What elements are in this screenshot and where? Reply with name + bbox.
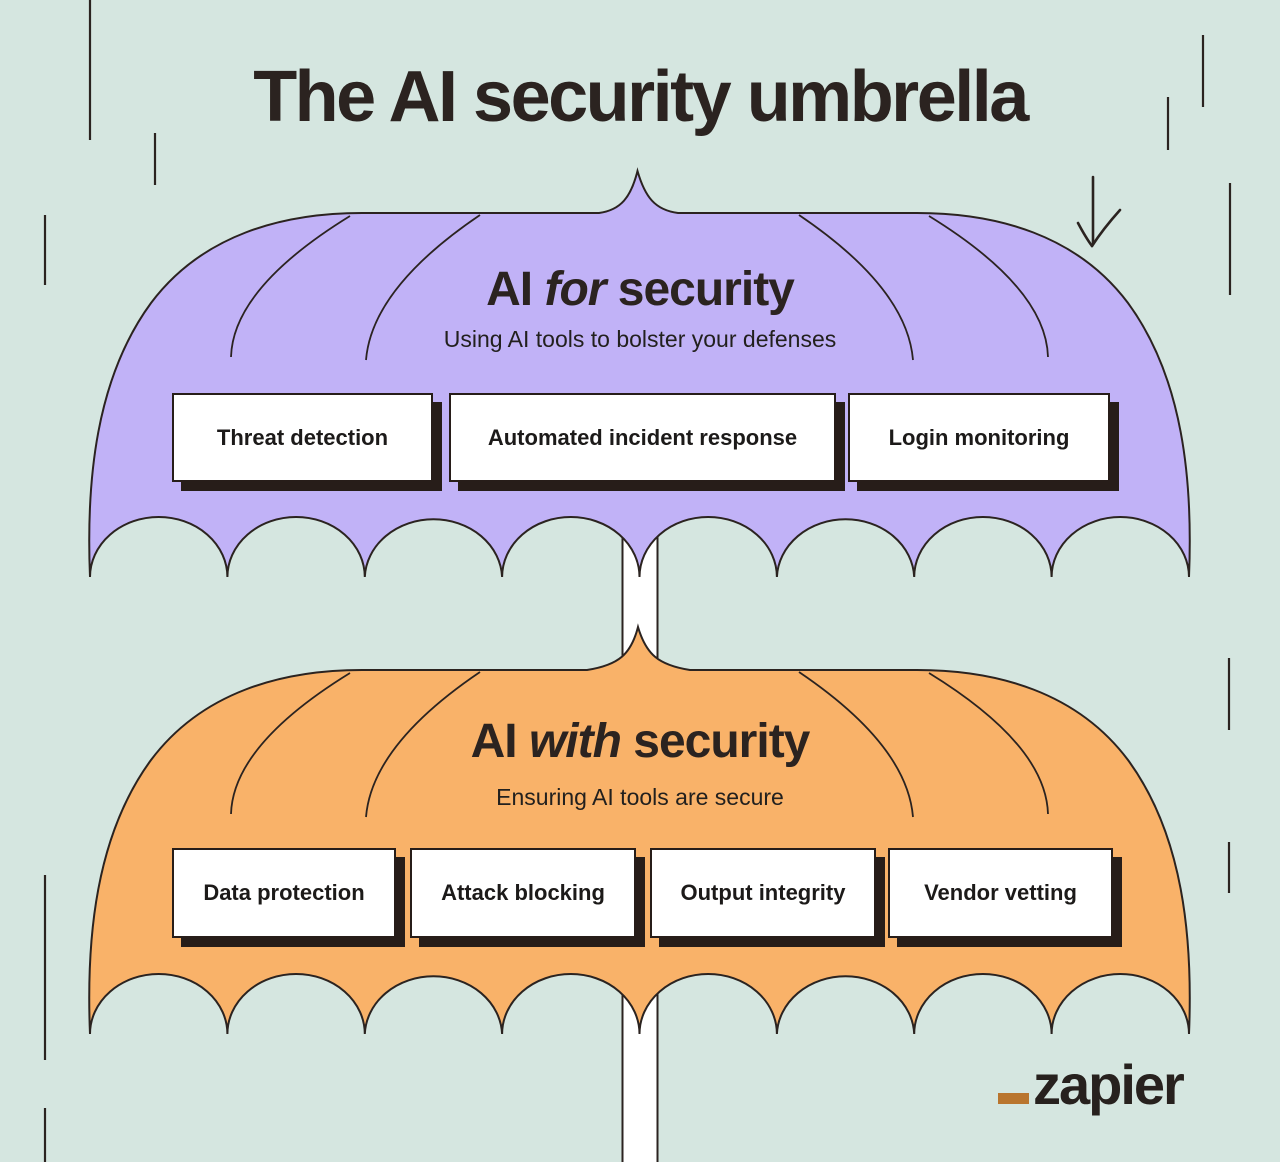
zapier-logo-underscore-icon (998, 1092, 1029, 1104)
down-arrow-icon (1076, 175, 1122, 248)
heading-post: security (620, 715, 810, 768)
heading-pre: AI (470, 715, 529, 768)
umbrella-with-subtitle: Ensuring AI tools are secure (496, 784, 784, 810)
heading-emphasis: with (528, 715, 622, 768)
label-box-login-monitoring: Login monitoring (848, 393, 1110, 482)
page-title: The AI security umbrella (253, 57, 1029, 137)
heading-post: security (605, 263, 795, 316)
label-box-threat-detection: Threat detection (172, 393, 433, 482)
label-box-vendor-vetting: Vendor vetting (888, 848, 1113, 938)
umbrella-with-heading: AI with security (0, 714, 1280, 769)
rain-lines (43, 0, 1232, 1162)
heading-pre: AI (486, 263, 545, 316)
label-box-output-integrity: Output integrity (650, 848, 876, 938)
zapier-logo-text: zapier (1033, 1053, 1185, 1116)
umbrella-seams (230, 214, 1049, 361)
zapier-logo: zapier (998, 1053, 1185, 1118)
umbrella-for-heading: AI for security (0, 262, 1280, 317)
umbrella-seams (230, 671, 1049, 818)
umbrella-canopy-orange (88, 623, 1191, 1035)
label-box-data-protection: Data protection (172, 848, 396, 938)
umbrella-canopy-purple (88, 167, 1191, 578)
umbrella-for-subtitle: Using AI tools to bolster your defenses (443, 326, 837, 352)
heading-emphasis: for (544, 263, 606, 316)
label-box-automated-incident-response: Automated incident response (449, 393, 836, 482)
label-box-attack-blocking: Attack blocking (410, 848, 636, 938)
